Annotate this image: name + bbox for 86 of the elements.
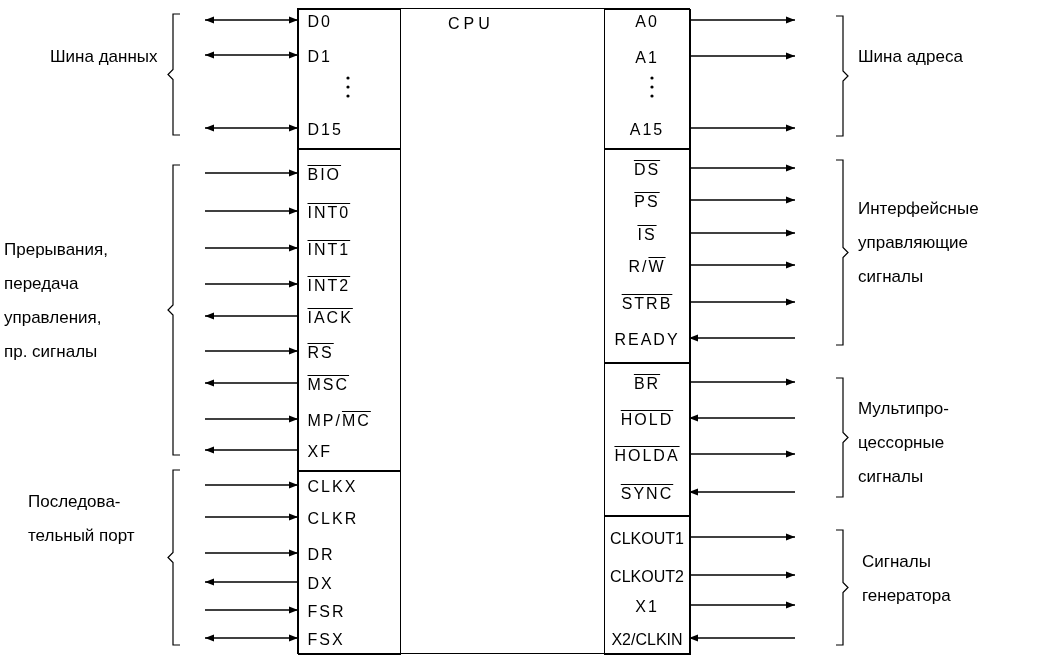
arrow bbox=[204, 51, 299, 59]
pin-label: XF bbox=[297, 440, 401, 464]
arrow bbox=[688, 601, 796, 609]
pin-label: CLKOUT2 bbox=[603, 565, 691, 589]
arrow bbox=[688, 229, 796, 237]
arrow bbox=[204, 513, 299, 521]
pin-label: IS bbox=[603, 223, 691, 247]
group-label: Сигналы генератора bbox=[862, 551, 952, 607]
pin-label: DS bbox=[603, 158, 691, 182]
pin-section bbox=[604, 149, 691, 363]
pin-label: IACK bbox=[297, 306, 401, 330]
arrow bbox=[688, 533, 796, 541]
pin-section bbox=[604, 516, 691, 655]
pin-label: DR bbox=[297, 543, 401, 567]
pin-label: CLKR bbox=[297, 507, 401, 531]
pin-label: FSX bbox=[297, 628, 401, 652]
group-label: Прерывания, передача управления, пр. сигналы bbox=[4, 239, 109, 363]
pin-section bbox=[298, 149, 401, 471]
chip-body bbox=[297, 8, 690, 654]
arrow bbox=[688, 450, 796, 458]
pin-label: DX bbox=[297, 572, 401, 596]
arrow bbox=[688, 196, 796, 204]
arrow bbox=[204, 312, 299, 320]
arrow bbox=[688, 334, 796, 342]
arrow bbox=[688, 571, 796, 579]
pin-label: STRB bbox=[603, 292, 691, 316]
arrow bbox=[204, 280, 299, 288]
arrow bbox=[204, 379, 299, 387]
arrow bbox=[204, 481, 299, 489]
pin-section bbox=[604, 9, 691, 149]
pin-label: HOLD bbox=[603, 408, 691, 432]
pin-label: PS bbox=[603, 190, 691, 214]
pin-label: D1 bbox=[297, 45, 401, 69]
pin-label: X1 bbox=[603, 595, 691, 619]
pin-label: D15 bbox=[297, 118, 401, 142]
pin-label: A1 bbox=[603, 46, 691, 70]
pin-label: BR bbox=[603, 372, 691, 396]
arrow bbox=[204, 124, 299, 132]
arrow bbox=[204, 549, 299, 557]
arrow bbox=[688, 298, 796, 306]
pin-section bbox=[298, 9, 401, 149]
pin-label: HOLDA bbox=[603, 444, 691, 468]
pin-label: A0 bbox=[603, 10, 691, 34]
arrow bbox=[688, 414, 796, 422]
arrow bbox=[204, 634, 299, 642]
pin-label: MSC bbox=[297, 373, 401, 397]
arrow bbox=[204, 415, 299, 423]
pin-label: X2/CLKIN bbox=[603, 628, 691, 652]
arrow bbox=[688, 52, 796, 60]
pin-label: CLKX bbox=[297, 475, 401, 499]
pin-label: INT1 bbox=[297, 238, 401, 262]
arrow bbox=[204, 244, 299, 252]
group-label: Мультипро-цессорные сигналы bbox=[858, 398, 950, 488]
group-label: Интерфейсные управляющие сигналы bbox=[858, 198, 980, 288]
arrow bbox=[204, 578, 299, 586]
pin-label: INT0 bbox=[297, 201, 401, 225]
arrow bbox=[204, 446, 299, 454]
arrow bbox=[204, 169, 299, 177]
pin-label: BIO bbox=[297, 163, 401, 187]
arrow bbox=[204, 606, 299, 614]
arrow bbox=[688, 634, 796, 642]
arrow bbox=[204, 16, 299, 24]
group-label: Шина данных bbox=[50, 46, 159, 68]
pin-label: MP/MC bbox=[297, 409, 401, 433]
pin-label: A15 bbox=[603, 118, 691, 142]
pin-label: CLKOUT1 bbox=[603, 527, 691, 551]
pin-section bbox=[604, 363, 691, 516]
pin-label: INT2 bbox=[297, 274, 401, 298]
arrow bbox=[688, 164, 796, 172]
pin-section bbox=[298, 471, 401, 655]
group-label: Последова-тельный порт bbox=[28, 491, 136, 547]
pin-label: R/W bbox=[603, 255, 691, 279]
arrow bbox=[204, 347, 299, 355]
pin-label: FSR bbox=[297, 600, 401, 624]
arrow bbox=[688, 488, 796, 496]
pin-label: SYNC bbox=[603, 482, 691, 506]
arrow bbox=[688, 378, 796, 386]
pin-label: RS bbox=[297, 341, 401, 365]
pin-label: D0 bbox=[297, 10, 401, 34]
arrow bbox=[204, 207, 299, 215]
arrow bbox=[688, 124, 796, 132]
arrow bbox=[688, 16, 796, 24]
pin-label: READY bbox=[603, 328, 691, 352]
chip-label: CPU bbox=[448, 15, 494, 33]
arrow bbox=[688, 261, 796, 269]
group-label: Шина адреса bbox=[858, 46, 964, 68]
